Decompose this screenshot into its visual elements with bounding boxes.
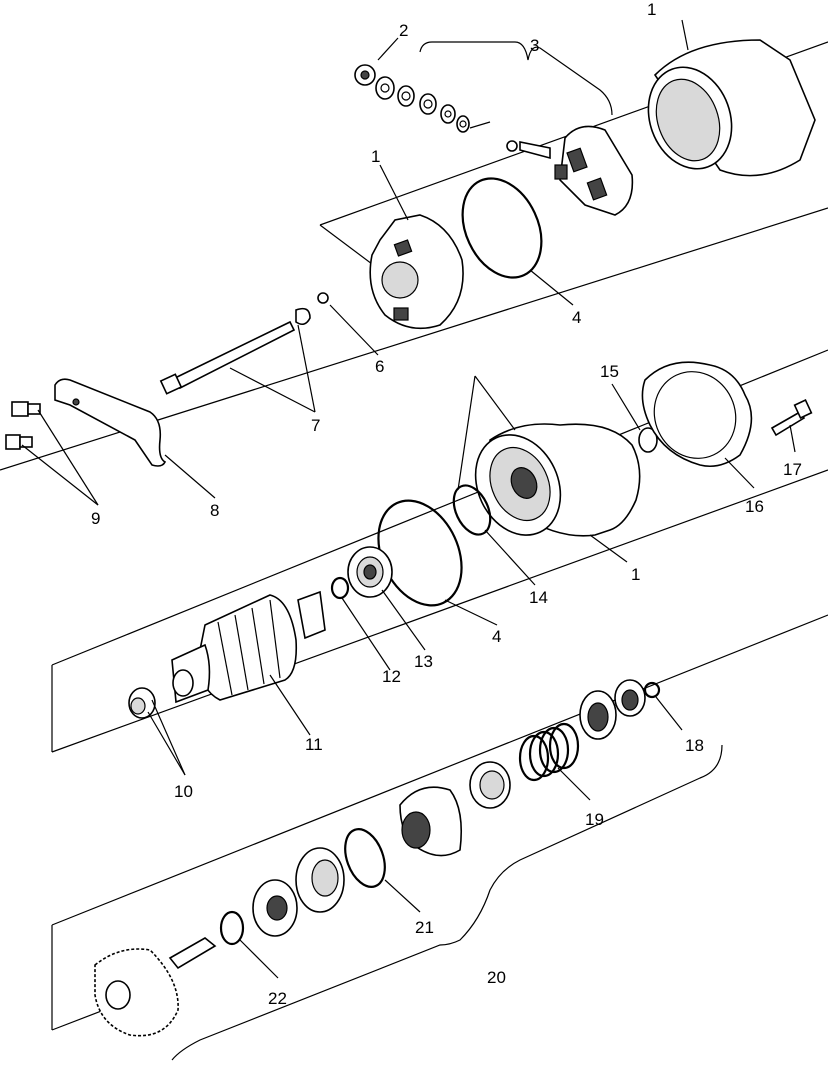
o-ring-14 (452, 484, 492, 536)
o-ring-upper (461, 177, 543, 279)
callout-1-front-housing: 1 (631, 565, 640, 584)
callout-12: 12 (382, 667, 401, 686)
leader-lines (21, 19, 796, 979)
callout-2: 2 (399, 21, 408, 40)
thrust-washer (252, 879, 298, 937)
callout-17: 17 (783, 460, 802, 479)
rear-cover (369, 214, 464, 330)
callout-16: 16 (745, 497, 764, 516)
callout-14: 14 (529, 588, 548, 607)
callout-9: 9 (91, 509, 100, 528)
bolt-17 (770, 399, 813, 437)
callout-4-lower: 4 (492, 627, 501, 646)
callout-6: 6 (375, 357, 384, 376)
brush-holder (506, 125, 634, 216)
gasket (641, 361, 753, 468)
bearing-cup (579, 690, 617, 740)
snap-ring-12 (330, 576, 350, 600)
callout-15: 15 (600, 362, 619, 381)
small-washer (317, 292, 329, 304)
group-brackets (171, 41, 723, 1061)
callout-8: 8 (210, 501, 219, 520)
front-housing (474, 423, 641, 537)
callout-22: 22 (268, 989, 287, 1008)
sleeve (469, 761, 511, 809)
callout-19: 19 (585, 810, 604, 829)
snap-ring-22 (219, 910, 245, 946)
callout-7: 7 (311, 416, 320, 435)
panel-outline-lines (0, 41, 828, 1031)
through-bolt (159, 307, 311, 395)
mount-bracket (54, 378, 167, 467)
yoke-housing (647, 39, 816, 177)
callout-13: 13 (414, 652, 433, 671)
pinion-gear (94, 937, 217, 1037)
spring-19 (518, 722, 580, 782)
armature (171, 590, 326, 704)
callout-21: 21 (415, 918, 434, 937)
callout-3: 3 (530, 36, 539, 55)
callout-11: 11 (305, 735, 323, 754)
callout-4-upper: 4 (572, 308, 581, 327)
bearing-13 (347, 546, 393, 598)
callout-1-yoke: 1 (647, 0, 656, 19)
callout-18: 18 (685, 736, 704, 755)
washer-15 (638, 427, 658, 453)
callout-numbers: 1 2 3 1 4 6 7 8 9 15 16 17 1 14 4 13 12 … (91, 0, 802, 1008)
o-ring-21 (344, 828, 386, 888)
overrunning-clutch (399, 786, 463, 857)
clutch-cover (295, 847, 345, 913)
collar (614, 679, 646, 717)
callout-1-rear-cover: 1 (371, 147, 380, 166)
bushing-10 (128, 687, 156, 719)
snap-ring-18 (643, 681, 661, 699)
bolts-9 (5, 401, 41, 450)
callout-10: 10 (174, 782, 193, 801)
callout-20: 20 (487, 968, 506, 987)
washer-stack (354, 64, 491, 133)
